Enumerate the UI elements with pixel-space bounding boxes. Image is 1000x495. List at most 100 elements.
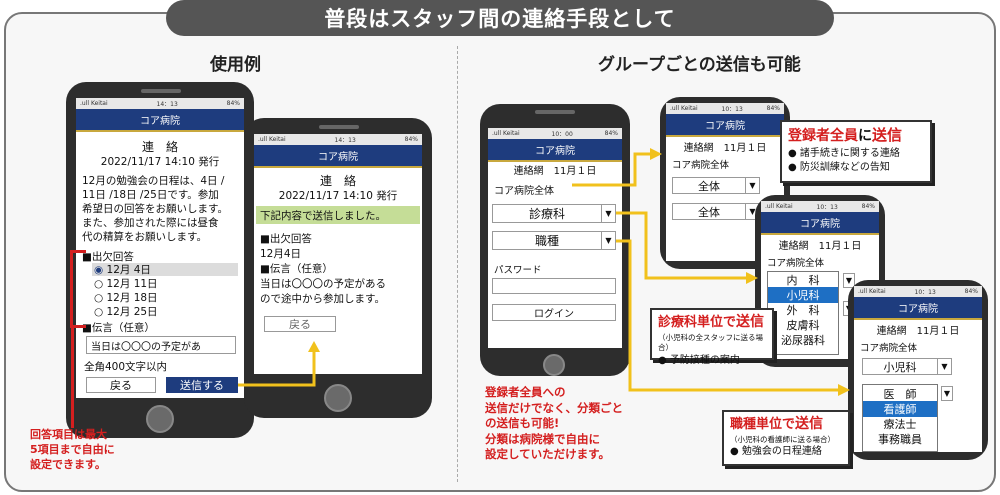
- status-bar: .ull Keitai 10：00 84%: [488, 128, 622, 139]
- body-line: 12月の勉強会の日程は、4日 /: [82, 175, 225, 187]
- signal-icon: .ull Keitai: [492, 130, 520, 137]
- left-section-title: 使用例: [210, 55, 261, 75]
- home-button[interactable]: [146, 405, 174, 433]
- login-button[interactable]: ログイン: [492, 304, 616, 321]
- department-dropdown-list: [767, 271, 839, 355]
- body-line: 11日 /18日 /25日です。参加: [82, 189, 219, 201]
- list-item[interactable]: 療法士: [883, 418, 917, 431]
- chevron-down-icon[interactable]: ▼: [843, 273, 855, 288]
- phone-sent: .ull Keitai 14：13 84% コア病院 連 絡 2022/11/1…: [244, 118, 432, 418]
- section-divider: [457, 46, 458, 482]
- clock: 10：13: [721, 106, 743, 113]
- notice-heading: 連 絡: [141, 140, 178, 154]
- phone-job: .ull Keitai 10：13 84% コア病院 連絡網 11月１日 コア病…: [848, 280, 988, 460]
- all-hospital: コア病院全体: [767, 258, 825, 269]
- app-title: コア病院: [488, 139, 622, 162]
- list-item-selected[interactable]: 小児科: [768, 287, 838, 303]
- job-select[interactable]: 職種▼: [492, 231, 616, 250]
- speaker: [535, 110, 575, 114]
- list-item[interactable]: 内 科: [786, 274, 820, 287]
- app-title: コア病院: [761, 212, 879, 235]
- signal-icon: .ull Keitai: [765, 203, 793, 210]
- job-dropdown-list: [862, 384, 938, 452]
- right-section-title: グループごとの送信も可能: [598, 55, 801, 75]
- callout-department: 診療科単位で送信 （小児科の全スタッフに送る場合） ● 予防接種の案内: [650, 308, 774, 366]
- battery-icon: 84%: [604, 130, 618, 137]
- battery-icon: 84%: [226, 100, 240, 107]
- all-hospital: コア病院全体: [860, 343, 918, 354]
- clock: 14：13: [334, 137, 356, 144]
- radio-option[interactable]: ○ 12月 18日: [94, 292, 158, 304]
- scope-select[interactable]: 全体▼: [672, 177, 760, 194]
- status-bar: .ull Keitai 10：13 84%: [854, 286, 982, 297]
- app-title: コア病院: [254, 145, 422, 168]
- sent-message: 下記内容で送信しました。: [260, 210, 386, 222]
- password-input[interactable]: [492, 278, 616, 294]
- list-item[interactable]: 泌尿器科: [781, 334, 825, 347]
- notice-datetime: 2022/11/17 14:10 発行: [100, 156, 220, 168]
- notice-datetime: 2022/11/17 14:10 発行: [278, 190, 398, 202]
- send-button[interactable]: 送信する: [166, 377, 238, 393]
- right-note: 登録者全員への 送信だけでなく、分類ごと の送信も可能! 分類は病院様で自由に …: [485, 385, 623, 462]
- signal-icon: .ull Keitai: [80, 100, 108, 107]
- signal-icon: .ull Keitai: [258, 136, 286, 143]
- list-item[interactable]: 外 科: [786, 304, 820, 317]
- note-leader-line: [71, 328, 74, 428]
- body-line: 代の精算をお願いします。: [82, 231, 207, 243]
- message-label: ■伝言（任意）: [82, 322, 155, 334]
- contact-title: 連絡網 11月１日: [876, 326, 960, 337]
- chevron-down-icon: ▼: [601, 205, 615, 222]
- back-button[interactable]: 戻る: [264, 316, 336, 332]
- flow-arrows: [572, 148, 850, 396]
- callout-job: 職種単位で送信 （小児科の看護師に送る場合） ● 勉強会の日程連絡: [722, 410, 850, 466]
- department-select[interactable]: 診療科▼: [492, 204, 616, 223]
- app-title: コア病院: [854, 297, 982, 320]
- all-hospital: コア病院全体: [494, 186, 554, 197]
- chevron-down-icon[interactable]: ▼: [941, 386, 953, 401]
- back-button[interactable]: 戻る: [86, 377, 156, 393]
- status-bar: .ull Keitai 10：13 84%: [761, 201, 879, 212]
- scope-select[interactable]: 全体▼: [672, 203, 760, 220]
- flow-arrow: [238, 341, 320, 387]
- list-item[interactable]: 医 師: [883, 388, 917, 401]
- signal-icon: .ull Keitai: [670, 105, 698, 112]
- radio-option[interactable]: ○ 12月 25日: [94, 306, 158, 318]
- clock: 10：00: [551, 131, 573, 138]
- notice-heading: 連 絡: [319, 174, 356, 188]
- clock: 10：13: [914, 289, 936, 296]
- battery-icon: 84%: [861, 203, 875, 210]
- radio-option[interactable]: ○ 12月 11日: [94, 278, 158, 290]
- attendance-label: ■出欠回答: [82, 251, 134, 263]
- highlight-bracket: [70, 250, 86, 328]
- contact-title: 連絡網 11月１日: [513, 166, 597, 177]
- phone-form: .ull Keitai 14：13 84% コア病院 連 絡 2022/11/1…: [66, 82, 254, 438]
- char-limit: 全角400文字以内: [84, 361, 168, 373]
- list-item[interactable]: 皮膚科: [786, 319, 820, 332]
- password-label: パスワード: [494, 265, 542, 276]
- department-select[interactable]: 小児科▼: [862, 358, 952, 375]
- speaker: [141, 89, 181, 93]
- radio-option-selected[interactable]: ◉ 12月 4日: [94, 264, 151, 276]
- app-title: コア病院: [666, 114, 784, 137]
- message-label: ■伝言（任意）: [260, 263, 333, 275]
- status-bar: .ull Keitai 14：13 84%: [76, 98, 244, 109]
- body-line: 希望日の回答をお願いします。: [82, 203, 228, 215]
- speaker: [319, 125, 359, 129]
- chevron-down-icon: ▼: [745, 178, 759, 193]
- phone-login: .ull Keitai 10：00 84% コア病院 連絡網 11月１日 コア病…: [480, 104, 630, 376]
- chevron-down-icon: ▼: [601, 232, 615, 249]
- chevron-down-icon: ▼: [937, 359, 951, 374]
- attendance-label: ■出欠回答: [260, 233, 312, 245]
- attendance-value: 12月4日: [260, 248, 302, 260]
- banner-title: 普段はスタッフ間の連絡手段として: [166, 0, 834, 36]
- chevron-down-icon: ▼: [745, 204, 759, 219]
- home-button[interactable]: [543, 354, 565, 376]
- all-hospital: コア病院全体: [672, 160, 730, 171]
- home-button[interactable]: [324, 384, 352, 412]
- list-item[interactable]: 事務職員: [878, 433, 922, 446]
- status-bar: .ull Keitai 10：13 84%: [666, 103, 784, 114]
- message-input[interactable]: 当日は〇〇〇の予定があ: [86, 336, 236, 354]
- list-item-selected[interactable]: 看護師: [863, 401, 937, 417]
- status-bar: .ull Keitai 14：13 84%: [254, 134, 422, 145]
